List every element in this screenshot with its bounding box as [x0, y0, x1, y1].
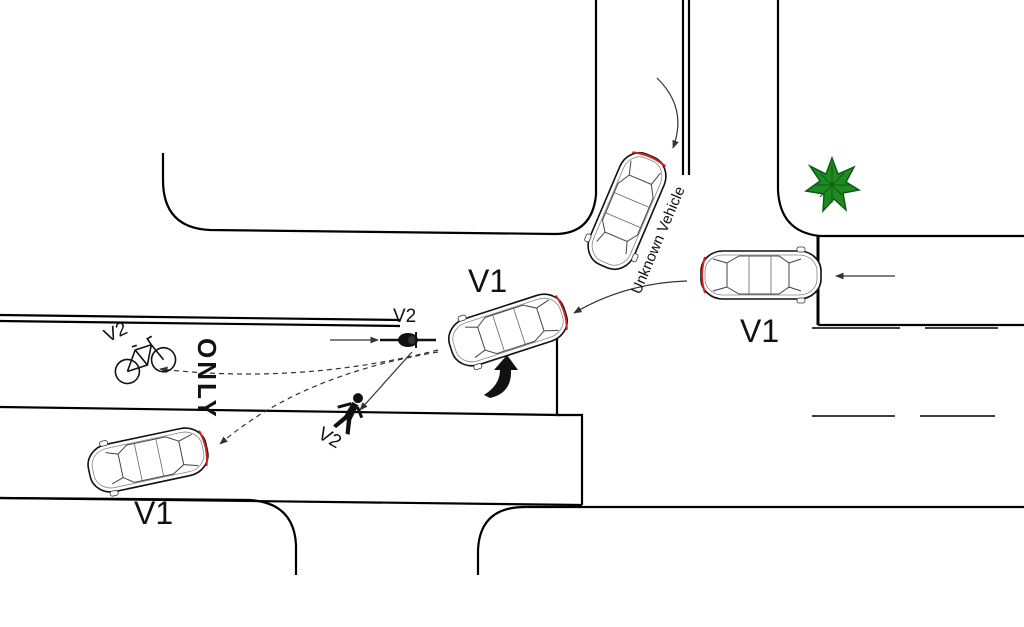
lane-marking-only: ONLY	[192, 338, 222, 420]
label-v1-turning: V1	[468, 263, 507, 299]
pedestrian-trajectory-arrow	[359, 351, 413, 411]
bicycle-icon	[114, 335, 177, 385]
label-v2-cyclist: V2	[393, 306, 416, 327]
curb-top-left-block	[161, 0, 598, 236]
vehicle-v1-east	[700, 246, 822, 304]
label-v2-pedestrian: V2	[314, 423, 345, 453]
unknown-vehicle-approach-arrow	[656, 77, 679, 149]
label-v1-final: V1	[134, 495, 173, 531]
pedestrian-icon	[333, 393, 364, 435]
v1-turn-path-arrow	[573, 280, 688, 314]
curb-top-right-block	[776, 0, 1024, 238]
label-v1-east: V1	[740, 313, 779, 349]
median-island	[555, 338, 584, 505]
bike-lane-line	[0, 405, 561, 417]
vehicle-v1-final	[82, 419, 214, 501]
road-edge-left-upper-2	[0, 319, 401, 328]
curb-bottom-right	[476, 505, 1024, 575]
v1-trajectory-arrow	[219, 351, 439, 445]
motion-paths	[159, 77, 895, 445]
curved-arrow-icon	[484, 355, 518, 398]
curb-bottom-left	[0, 496, 298, 575]
road-edge-left-upper-1	[0, 313, 401, 322]
road-lines	[0, 0, 1024, 575]
cyclist-icon	[380, 332, 436, 348]
bike-trajectory-arrow	[159, 349, 439, 375]
tree-icon	[804, 155, 862, 214]
